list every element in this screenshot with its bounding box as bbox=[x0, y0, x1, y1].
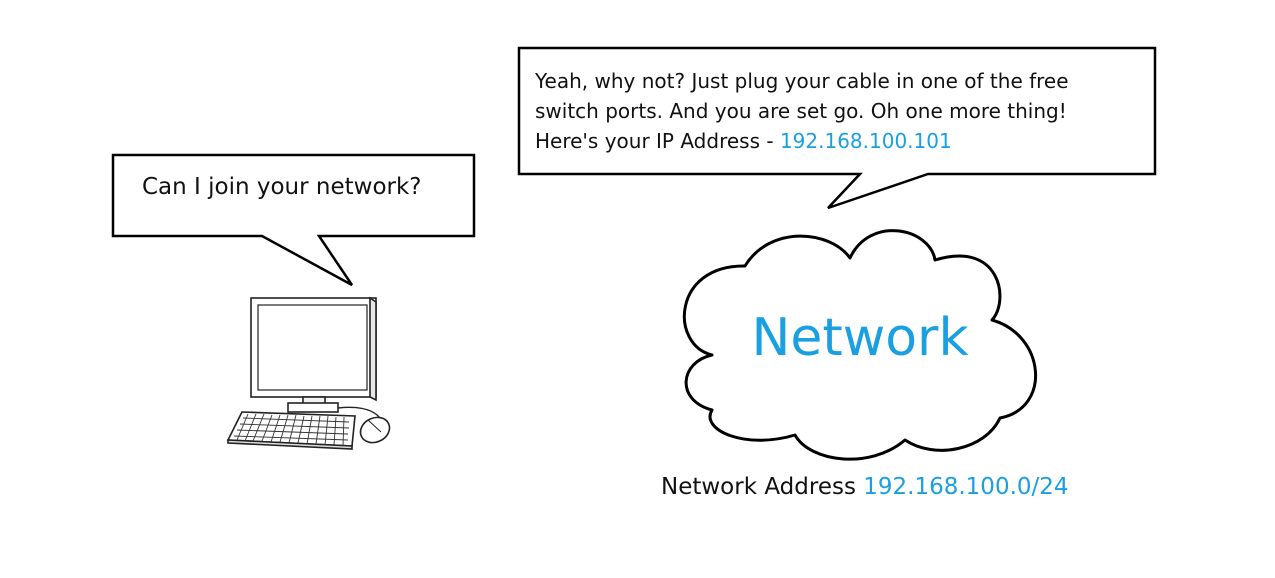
ip-address-prefix: Here's your IP Address - bbox=[535, 129, 780, 153]
network-address: Network Address 192.168.100.0/24 bbox=[661, 474, 1069, 500]
network-address-value: 192.168.100.0/24 bbox=[863, 474, 1068, 500]
client-bubble-text: Can I join your network? bbox=[142, 174, 422, 200]
monitor-side bbox=[370, 298, 376, 400]
network-label: Network bbox=[700, 308, 1020, 368]
mouse-icon bbox=[356, 413, 393, 447]
assigned-ip-address: 192.168.100.101 bbox=[780, 129, 952, 153]
network-address-label: Network Address bbox=[661, 474, 863, 500]
desktop-computer-icon bbox=[228, 298, 394, 449]
server-bubble-line-1: Yeah, why not? Just plug your cable in o… bbox=[535, 66, 1145, 96]
server-bubble-text: Yeah, why not? Just plug your cable in o… bbox=[535, 66, 1145, 156]
server-bubble-line-2: switch ports. And you are set go. Oh one… bbox=[535, 96, 1145, 126]
monitor-base bbox=[288, 403, 338, 412]
server-bubble-line-3: Here's your IP Address - 192.168.100.101 bbox=[535, 126, 1145, 156]
monitor-screen bbox=[258, 305, 367, 390]
